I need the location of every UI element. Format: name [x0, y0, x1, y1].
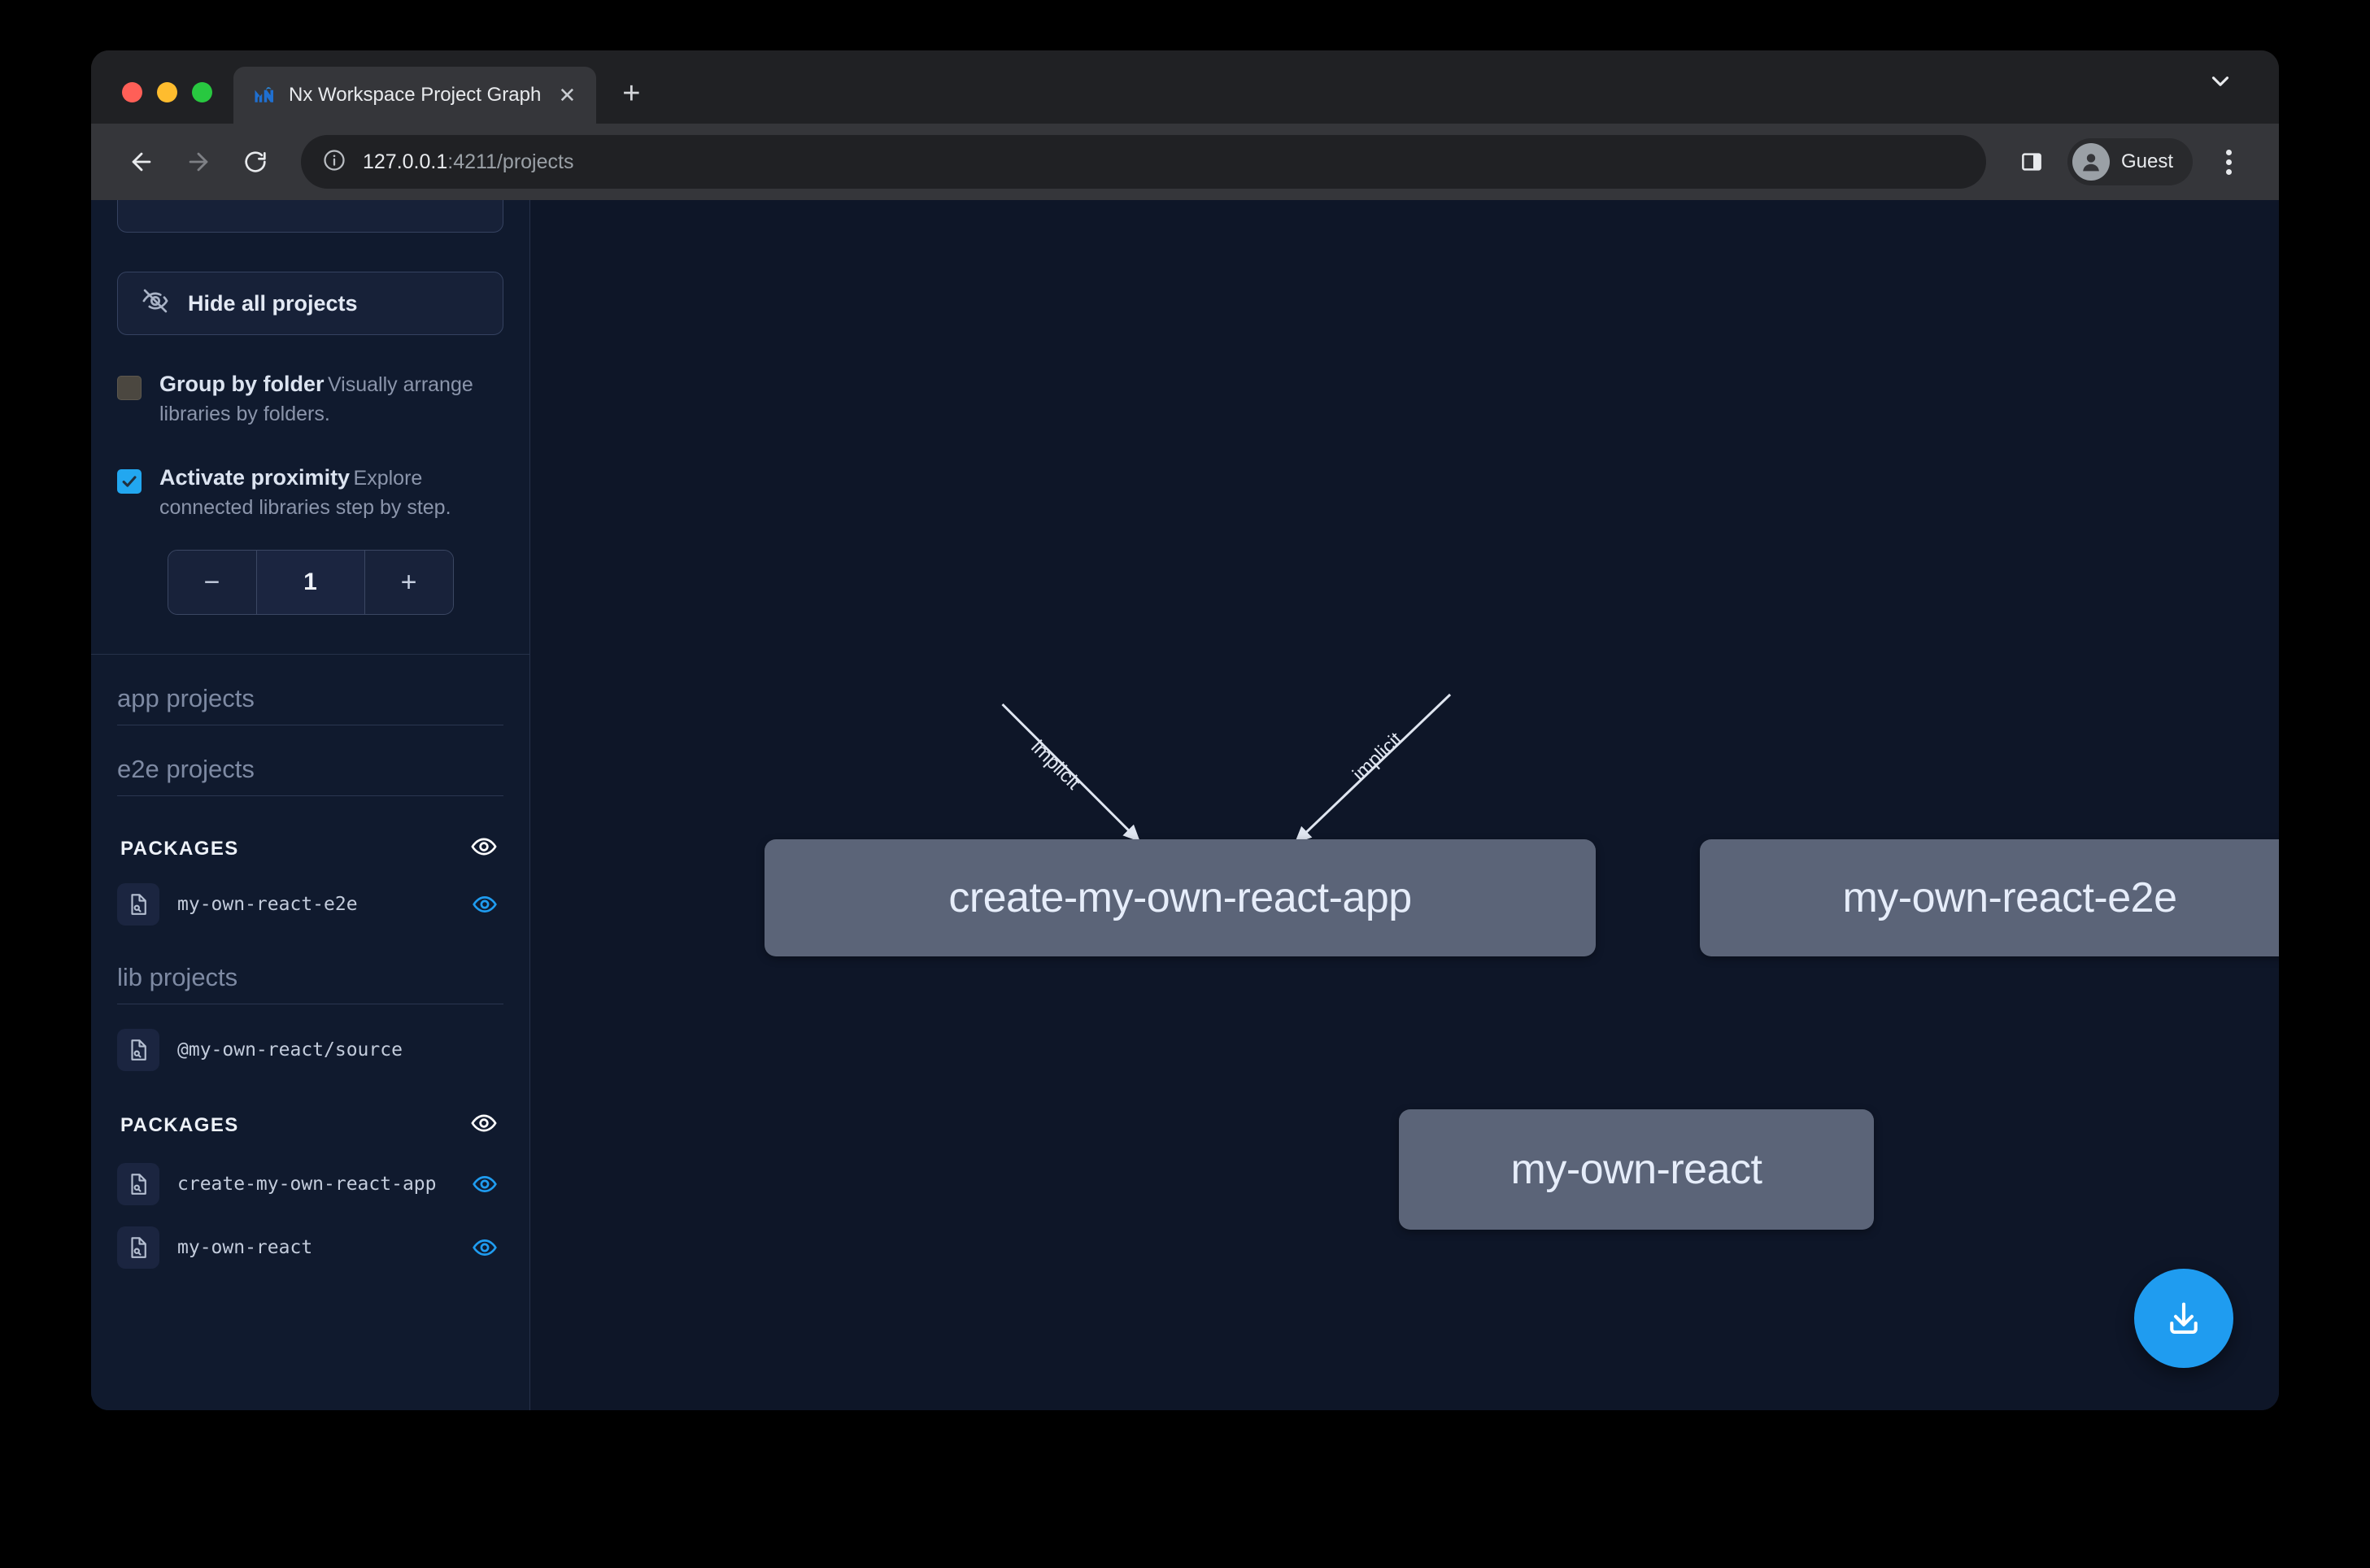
graph-node-my-own-react-e2e[interactable]: my-own-react-e2e	[1700, 839, 2279, 956]
project-label: create-my-own-react-app	[177, 1174, 448, 1195]
packages-subheader-lib: PACKAGES	[117, 1071, 503, 1142]
project-label: my-own-react-e2e	[177, 894, 448, 915]
window-traffic-lights	[91, 82, 233, 124]
packages-label: PACKAGES	[120, 1114, 239, 1137]
group-by-folder-label: Group by folder	[159, 372, 325, 396]
profile-name: Guest	[2121, 150, 2173, 173]
kebab-menu-icon[interactable]	[2206, 139, 2251, 185]
activate-proximity-label: Activate proximity	[159, 465, 350, 490]
project-row-my-own-react-e2e[interactable]: my-own-react-e2e	[117, 865, 503, 926]
graph-edges: implicit implicit	[530, 200, 2279, 1410]
forward-arrow-icon[interactable]	[172, 136, 224, 188]
download-image-button[interactable]	[2134, 1269, 2233, 1368]
url-path: :4211/projects	[447, 150, 573, 173]
graph-node-create-my-own-react-app[interactable]: create-my-own-react-app	[765, 839, 1596, 956]
edge-label-implicit-right: implicit	[1348, 728, 1407, 786]
project-row-my-own-react[interactable]: my-own-react	[117, 1205, 503, 1269]
packages-subheader-e2e: PACKAGES	[117, 796, 503, 865]
chevron-down-icon[interactable]	[2198, 59, 2243, 104]
proximity-increment-button[interactable]: +	[365, 551, 453, 614]
project-file-icon	[117, 1029, 159, 1071]
activate-proximity-checkbox[interactable]	[117, 469, 142, 494]
tab-strip-right-controls	[2198, 59, 2279, 124]
project-row-create-my-own-react-app[interactable]: create-my-own-react-app	[117, 1142, 503, 1205]
project-label: my-own-react	[177, 1237, 448, 1258]
app-page: Hide all projects Group by folder Visual…	[91, 200, 2279, 1410]
project-row-my-own-react-source[interactable]: @my-own-react/source	[117, 1004, 503, 1071]
eye-icon[interactable]	[469, 832, 499, 865]
url-host: 127.0.0.1	[363, 150, 447, 173]
group-header-lib-projects[interactable]: lib projects	[117, 926, 503, 1004]
eye-icon[interactable]	[469, 1108, 499, 1142]
proximity-value: 1	[256, 551, 365, 614]
graph-node-label: my-own-react	[1511, 1145, 1762, 1194]
edge-label-implicit-left: implicit	[1026, 736, 1084, 794]
browser-tab[interactable]: Nx Workspace Project Graph ✕	[233, 67, 596, 124]
profile-chip[interactable]: Guest	[2067, 138, 2193, 185]
project-file-icon	[117, 1226, 159, 1269]
project-file-icon	[117, 883, 159, 926]
eye-off-icon	[141, 286, 170, 321]
tab-title: Nx Workspace Project Graph	[289, 84, 541, 107]
project-visibility-toggle[interactable]	[466, 1234, 499, 1261]
graph-node-label: my-own-react-e2e	[1842, 873, 2176, 922]
project-visibility-toggle[interactable]	[466, 1170, 499, 1198]
project-visibility-toggle[interactable]	[466, 891, 499, 918]
packages-label: PACKAGES	[120, 838, 239, 860]
project-file-icon	[117, 1163, 159, 1205]
graph-node-label: create-my-own-react-app	[948, 873, 1411, 922]
proximity-stepper: − 1 +	[168, 550, 454, 615]
project-label: @my-own-react/source	[177, 1039, 448, 1061]
hide-all-projects-button[interactable]: Hide all projects	[117, 272, 503, 335]
browser-window: Nx Workspace Project Graph ✕ +	[91, 50, 2279, 1410]
address-bar-url: 127.0.0.1:4211/projects	[363, 150, 573, 174]
minimize-window-button[interactable]	[157, 82, 177, 102]
close-window-button[interactable]	[122, 82, 142, 102]
browser-toolbar: 127.0.0.1:4211/projects Guest	[91, 124, 2279, 200]
group-header-e2e-projects[interactable]: e2e projects	[117, 725, 503, 796]
hide-all-projects-label: Hide all projects	[188, 291, 358, 316]
group-header-app-projects[interactable]: app projects	[117, 655, 503, 725]
info-circle-icon[interactable]	[322, 148, 346, 176]
reload-icon[interactable]	[229, 136, 281, 188]
nx-logo-icon	[253, 83, 277, 107]
avatar	[2072, 143, 2110, 181]
option-activate-proximity[interactable]: Activate proximity Explore connected lib…	[117, 464, 503, 522]
option-group-by-folder[interactable]: Group by folder Visually arrange librari…	[117, 371, 503, 429]
back-arrow-icon[interactable]	[115, 136, 168, 188]
proximity-decrement-button[interactable]: −	[168, 551, 256, 614]
side-panel-icon[interactable]	[2009, 139, 2054, 185]
address-bar[interactable]: 127.0.0.1:4211/projects	[301, 135, 1986, 189]
project-graph-canvas[interactable]: implicit implicit create-my-own-react-ap…	[530, 200, 2279, 1410]
graph-node-my-own-react[interactable]: my-own-react	[1399, 1109, 1874, 1230]
browser-tab-strip: Nx Workspace Project Graph ✕ +	[91, 50, 2279, 124]
close-tab-button[interactable]: ✕	[552, 81, 582, 110]
group-by-folder-checkbox[interactable]	[117, 376, 142, 400]
new-tab-button[interactable]: +	[608, 70, 655, 117]
maximize-window-button[interactable]	[192, 82, 212, 102]
projects-sidebar: Hide all projects Group by folder Visual…	[91, 200, 530, 1410]
show-all-projects-button-partial[interactable]	[117, 200, 503, 233]
